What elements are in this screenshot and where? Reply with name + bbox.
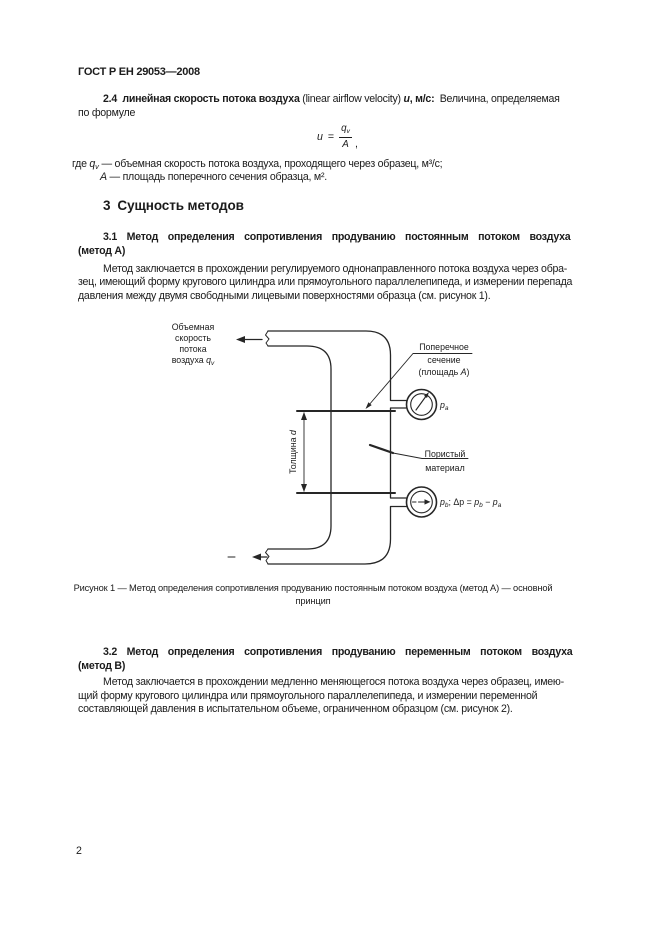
clause-2-4-term-en: (linear airflow velocity) xyxy=(299,93,404,105)
porous-material-pointer xyxy=(368,443,395,455)
formula-comma: , xyxy=(354,137,358,150)
clause-3-2-heading-method: (метод В) xyxy=(78,659,126,672)
formula-lhs: u xyxy=(317,130,323,143)
formula-numerator: q xyxy=(341,123,347,134)
clause-3-1-paragraph-line2: зец, имеющий форму кругового цилиндра ил… xyxy=(78,276,573,288)
thickness-arrow-up xyxy=(301,412,307,420)
clause-3-1-paragraph-line1: Метод заключается в прохождении регулиру… xyxy=(103,262,568,275)
pipe-break-bottom xyxy=(265,548,270,565)
formula-equals: = xyxy=(327,130,335,143)
cross-section-label-line3: (площадь A) xyxy=(419,367,470,377)
gauge-bottom-pressure-label: pb; Δp = pb − pa xyxy=(439,497,502,509)
porous-material-leader xyxy=(392,452,469,459)
cross-section-label-line1: Поперечное xyxy=(419,342,469,352)
clause-3-2-paragraph-line2: щий форму кругового цилиндра или прямоуг… xyxy=(78,689,538,702)
clause-3-1-paragraph-line3: давления между двумя свободными лицевыми… xyxy=(78,289,491,302)
pipe-break-top xyxy=(265,330,270,347)
figure-1-caption-line2: принцип xyxy=(295,596,331,606)
where-definition-qv: где qv — объемная скорость потока воздух… xyxy=(72,158,443,171)
airflow-velocity-formula: u = qv A , xyxy=(317,124,358,150)
where-text-a: площадь поперечного сечения образца, м². xyxy=(122,171,328,183)
clause-2-4-number: 2.4 xyxy=(103,93,123,105)
cross-section-label: Поперечное сечение (площадь A) xyxy=(419,342,470,377)
clause-2-4-line2: по формуле xyxy=(78,107,136,119)
pressure-gauge-top xyxy=(405,388,438,421)
where-lead: где xyxy=(72,158,90,170)
clause-3-2-paragraph-line1: Метод заключается в прохождении медленно… xyxy=(103,676,564,688)
where-symbol-qv: q xyxy=(89,158,96,170)
fraction-bar xyxy=(339,137,352,139)
formula-numerator-sub: v xyxy=(346,128,350,135)
where-definition-a: A — площадь поперечного сечения образца,… xyxy=(100,171,327,184)
formula-fraction: qv A xyxy=(339,124,352,150)
porous-material-label-line2: материал xyxy=(425,463,464,473)
duct-inner-wall xyxy=(267,345,332,550)
duct-outer-wall xyxy=(267,330,407,402)
flow-arrow-top-head xyxy=(236,336,245,343)
flow-label-line4: воздуха qv xyxy=(172,355,215,367)
flow-label-line1: Объемная xyxy=(172,322,215,332)
flow-label-line2: скорость xyxy=(175,333,211,343)
clause-2-4-unit: , м/с: xyxy=(409,93,435,105)
formula-denominator: A xyxy=(342,138,349,150)
gauge-bottom-needle-head xyxy=(424,499,431,505)
thickness-arrow-down xyxy=(301,484,307,492)
pressure-gauge-top-dial xyxy=(410,393,433,416)
cross-section-label-line2: сечение xyxy=(427,355,460,365)
figure-1-caption-line1: Рисунок 1 — Метод определения сопротивле… xyxy=(73,583,553,593)
clause-3-2-paragraph-line3: составляющей давления в испытательном об… xyxy=(78,703,513,715)
gauge-top-needle xyxy=(415,394,428,411)
porous-material-label: Пористый материал xyxy=(425,449,466,473)
gauge-top-needle-head xyxy=(424,392,429,398)
flow-arrow-bottom-head xyxy=(252,553,261,561)
where-dash-1: — xyxy=(98,158,115,170)
clause-2-4-definition: Величина, определяемая xyxy=(434,93,560,105)
flow-label: Объемная скорость потока воздуха qv xyxy=(172,322,215,367)
gauge-top-pressure-label: pa xyxy=(439,400,449,412)
page-number: 2 xyxy=(76,845,82,857)
clause-2-4-term: линейная скорость потока воздуха xyxy=(122,93,300,105)
section-3-heading: 3 Сущность методов xyxy=(103,198,251,214)
where-text-qv: объемная скорость потока воздуха, проход… xyxy=(114,158,443,170)
section-3-number: 3 xyxy=(103,198,111,213)
where-dash-2: — xyxy=(106,171,123,183)
clause-3-1-heading-method: (метод А) xyxy=(78,244,126,257)
where-symbol-a: A xyxy=(100,171,107,183)
section-3-title: Сущность методов xyxy=(117,198,244,213)
clause-3-2-heading: 3.2 Метод определения сопротивления прод… xyxy=(103,646,573,658)
clause-2-4-line1: 2.4 линейная скорость потока воздуха (li… xyxy=(103,93,560,106)
pressure-gauge-bottom-dial xyxy=(410,490,433,514)
pressure-gauge-bottom xyxy=(405,486,438,518)
thickness-label: Толщина d xyxy=(288,429,298,474)
cross-section-leader xyxy=(366,353,473,408)
duct-outer-wall-bottom xyxy=(267,505,407,565)
clause-2-4-symbol: u xyxy=(403,93,410,105)
where-symbol-qv-sub: v xyxy=(95,162,99,171)
porous-material-label-line1: Пористый xyxy=(425,449,466,459)
cross-section-arrowhead xyxy=(365,402,372,409)
flow-label-line3: потока xyxy=(179,344,206,354)
doc-code-header: ГОСТ Р ЕН 29053—2008 xyxy=(78,66,200,78)
clause-3-1-heading: 3.1 Метод определения сопротивления прод… xyxy=(103,231,571,243)
